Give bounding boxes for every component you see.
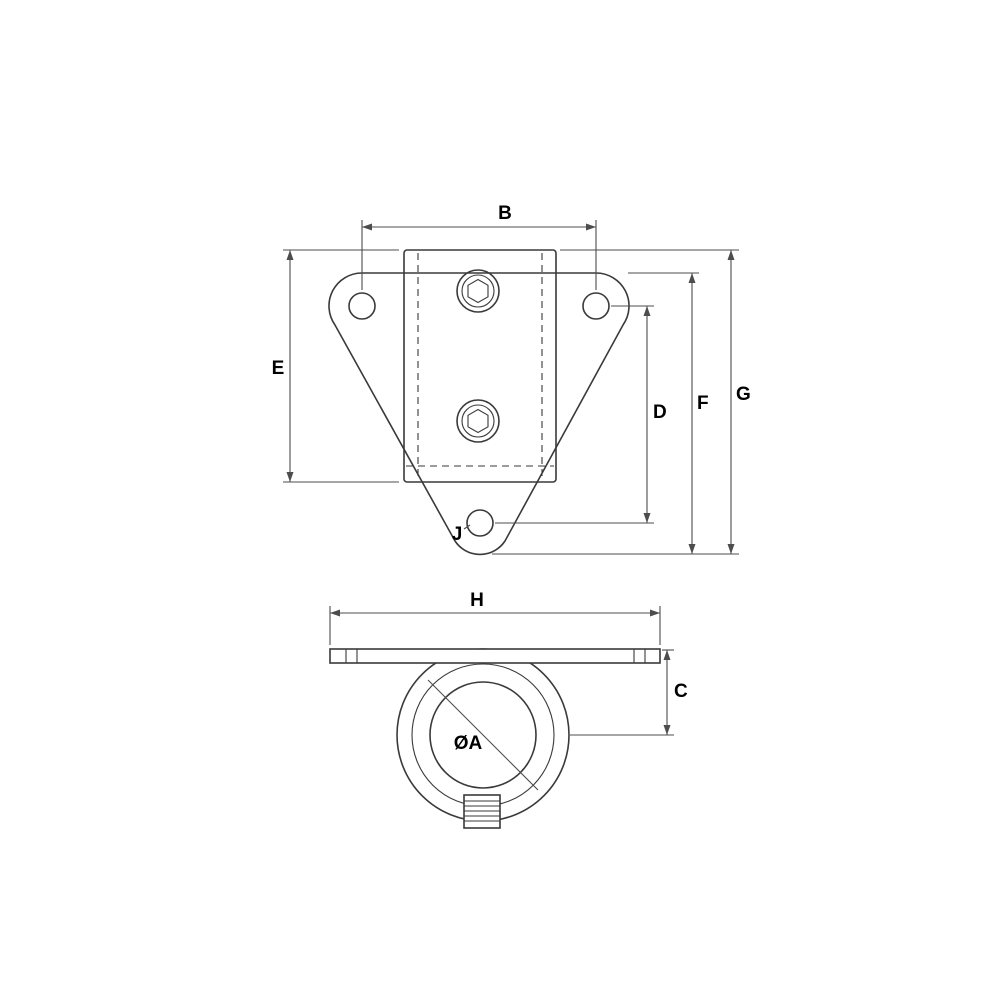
bracket-plate-outline <box>328 272 630 556</box>
socket-bolt-top <box>456 269 500 313</box>
dimension-b: B <box>361 203 597 290</box>
front-view: B E D F G <box>272 203 751 556</box>
plate-body <box>329 648 661 664</box>
diameter-line <box>427 679 539 791</box>
socket-body <box>403 249 557 483</box>
label-j: J <box>452 524 471 545</box>
bolt-inner-circle <box>461 274 495 308</box>
dimension-h: H <box>329 590 661 645</box>
dim-label-e: E <box>272 358 285 379</box>
set-screw <box>463 794 501 829</box>
dim-label-h: H <box>470 590 484 611</box>
dimension-f: F <box>628 272 709 554</box>
dim-label-b: B <box>498 203 512 224</box>
flange-plate <box>329 648 661 664</box>
socket-bolt-bottom <box>456 399 500 443</box>
dimension-d: D <box>495 305 667 524</box>
hex-socket-icon <box>467 408 489 434</box>
dim-label-g: G <box>736 384 751 405</box>
dimension-c: C <box>570 649 688 736</box>
ring-bore-circle <box>429 681 537 789</box>
dim-label-c: C <box>674 681 688 702</box>
dim-label-j: J <box>452 524 463 545</box>
dimension-g: G <box>492 249 751 555</box>
mounting-hole-right <box>582 292 610 320</box>
bolt-head-circle <box>456 399 500 443</box>
mounting-hole-left <box>348 292 376 320</box>
bolt-inner-circle <box>461 404 495 438</box>
dim-label-diameter-a: ØA <box>454 733 483 754</box>
mounting-hole-bottom <box>466 509 494 537</box>
dimension-e: E <box>272 249 399 483</box>
bolt-head-circle <box>456 269 500 313</box>
hex-socket-icon <box>467 278 489 304</box>
dim-label-f: F <box>697 393 709 414</box>
leader-line <box>463 524 471 530</box>
dim-label-d: D <box>653 402 667 423</box>
side-view: H C ØA <box>329 590 688 829</box>
